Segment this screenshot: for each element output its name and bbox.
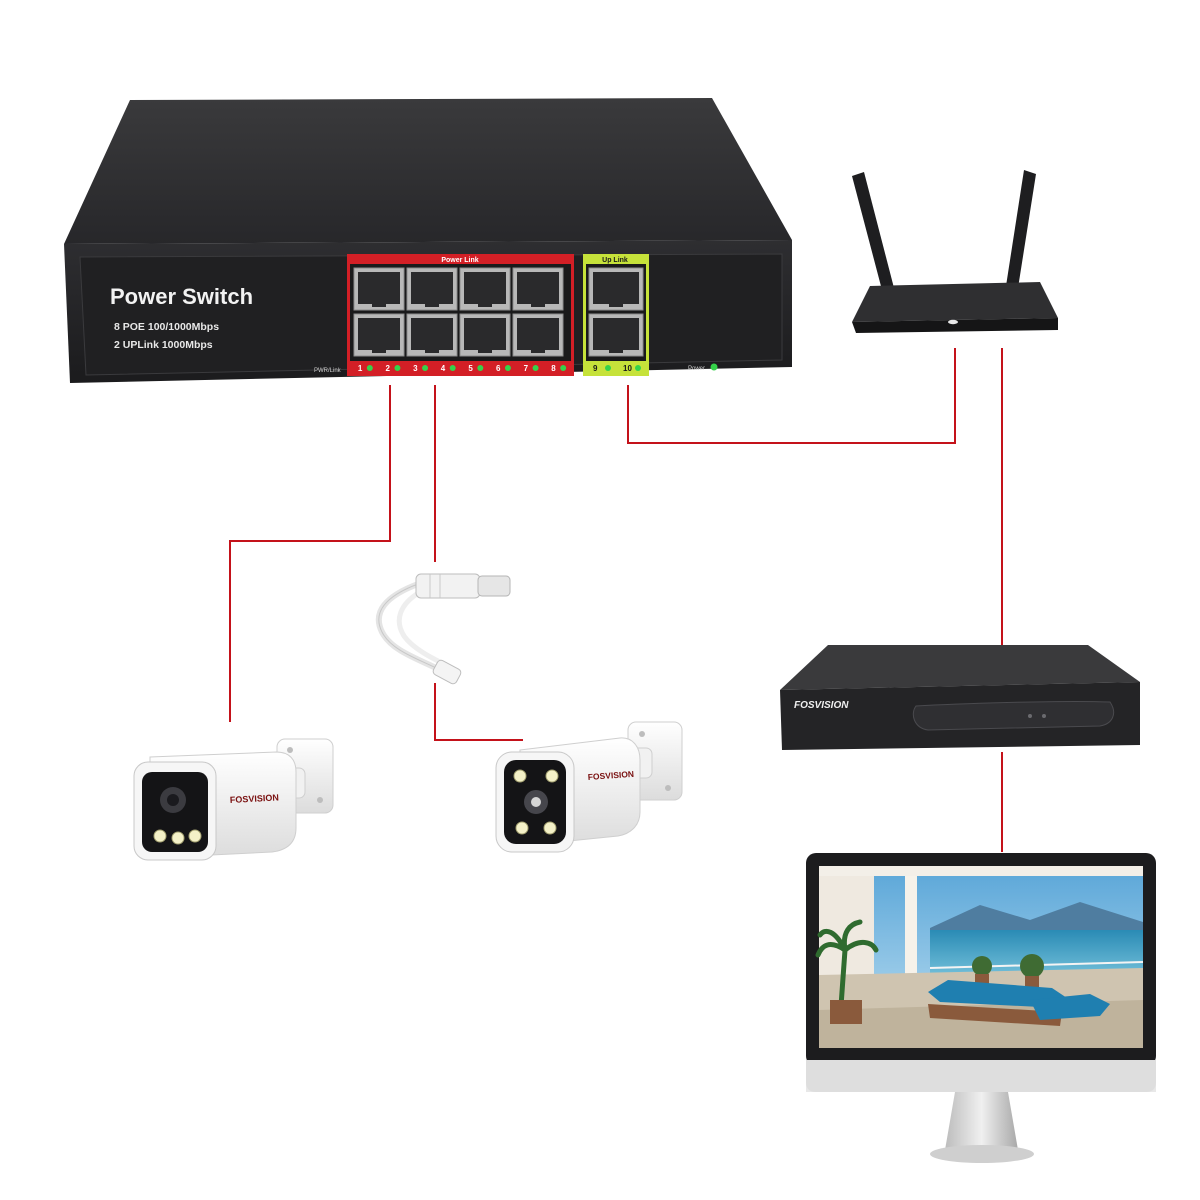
router-body-top bbox=[852, 282, 1058, 322]
pwr-link-label: PWR/Link bbox=[314, 368, 342, 374]
screen-palm bbox=[815, 919, 879, 1023]
screen-beam bbox=[819, 866, 1143, 876]
camera-left-brand: FOSVISION bbox=[230, 792, 279, 805]
camera-right-ir-led bbox=[515, 821, 529, 835]
monitor-stand-base bbox=[930, 1145, 1034, 1163]
router-body-front bbox=[852, 318, 1058, 333]
nvr-front-bevel bbox=[912, 700, 1115, 731]
rj45-port bbox=[459, 267, 511, 311]
splitter-connector-rj45 bbox=[415, 573, 481, 599]
poe-switch: Power Switch 8 POE 100/1000Mbps 2 UPLink… bbox=[64, 98, 792, 383]
monitor-screen bbox=[815, 866, 1144, 1048]
uplink-port-numbers: 9 10 bbox=[593, 364, 641, 373]
poe-port-number: 7 bbox=[524, 364, 529, 373]
port-led bbox=[422, 365, 429, 371]
monitor-stand-neck bbox=[945, 1092, 1018, 1150]
bullet-camera-left: FOSVISION bbox=[133, 738, 334, 861]
screen-pillar bbox=[905, 876, 917, 986]
monitor-icon bbox=[806, 853, 1156, 1163]
rj45-port bbox=[459, 313, 511, 357]
switch-top-face bbox=[64, 98, 792, 244]
screen-plant bbox=[1020, 954, 1044, 978]
nvr-indicator bbox=[1028, 714, 1032, 718]
port-led bbox=[532, 365, 539, 371]
rj45-port bbox=[512, 313, 564, 357]
camera-right-mount-screw bbox=[665, 785, 671, 791]
up-link-label: Up Link bbox=[602, 257, 628, 264]
screen-planter bbox=[830, 1000, 862, 1024]
switch-spec-poe: 8 POE 100/1000Mbps bbox=[114, 321, 219, 333]
port-led bbox=[635, 365, 641, 371]
camera-right-mount-screw bbox=[639, 731, 645, 737]
uplink-port-number: 10 bbox=[623, 364, 632, 373]
poe-port-number: 8 bbox=[551, 364, 556, 373]
camera-left-ir-led bbox=[153, 829, 167, 843]
poe-port-number: 2 bbox=[385, 364, 390, 373]
screen-lounger-2 bbox=[1030, 994, 1110, 1020]
power-link-label: Power Link bbox=[441, 257, 478, 264]
power-led bbox=[710, 363, 718, 371]
bullet-camera-right: FOSVISION bbox=[495, 721, 683, 853]
screen-plant bbox=[972, 956, 992, 976]
camera-right-brand: FOSVISION bbox=[587, 769, 634, 782]
switch-title: Power Switch bbox=[110, 284, 253, 309]
poe-port-numbers: 1 2 3 4 5 6 7 8 bbox=[358, 364, 567, 373]
monitor-chin-bottom bbox=[806, 1060, 1156, 1092]
camera-right-ir-led bbox=[543, 821, 557, 835]
camera-left-lens-inner bbox=[167, 794, 179, 806]
nvr-brand: FOSVISION bbox=[794, 700, 849, 711]
rj45-port bbox=[588, 267, 644, 311]
switch-spec-uplink: 2 UPLink 1000Mbps bbox=[114, 339, 213, 351]
rj45-port bbox=[353, 313, 405, 357]
port-led bbox=[560, 365, 567, 371]
camera-left-mount-screw bbox=[287, 747, 293, 753]
poe-port-number: 6 bbox=[496, 364, 501, 373]
cable-splitter-to-camera-right bbox=[434, 683, 523, 741]
port-led bbox=[504, 365, 511, 371]
camera-right-ir-led bbox=[545, 769, 559, 783]
poe-port-number: 4 bbox=[441, 364, 446, 373]
port-led bbox=[605, 365, 611, 371]
camera-left-ir-led bbox=[188, 829, 202, 843]
poe-splitter-icon bbox=[375, 573, 511, 685]
camera-right-ir-led bbox=[513, 769, 527, 783]
cable-uplink-to-router bbox=[627, 348, 956, 444]
poe-port-number: 5 bbox=[468, 364, 473, 373]
splitter-connector-dc bbox=[477, 575, 511, 597]
cable-port2-to-camera-left bbox=[229, 385, 391, 722]
nvr-indicator bbox=[1042, 714, 1046, 718]
splitter-cable-b bbox=[396, 589, 455, 671]
rj45-port bbox=[512, 267, 564, 311]
poe-port-number: 3 bbox=[413, 364, 418, 373]
camera-left-ir-led bbox=[171, 831, 185, 845]
camera-left-mount-screw bbox=[317, 797, 323, 803]
router-icon bbox=[852, 170, 1058, 333]
nvr-top-face bbox=[780, 645, 1140, 690]
router-antenna-left bbox=[852, 172, 894, 290]
router-antenna-right bbox=[1006, 170, 1036, 288]
uplink-port-number: 9 bbox=[593, 364, 598, 373]
camera-right-lens-inner bbox=[531, 797, 541, 807]
power-label: Power bbox=[688, 366, 705, 372]
rj45-port bbox=[353, 267, 405, 311]
cables bbox=[229, 348, 1003, 852]
port-led bbox=[449, 365, 456, 371]
poe-port-number: 1 bbox=[358, 364, 363, 373]
poe-ports bbox=[353, 267, 564, 357]
rj45-port bbox=[406, 313, 458, 357]
screen-lounger-frame bbox=[928, 1004, 1062, 1026]
uplink-ports bbox=[588, 267, 644, 357]
nvr-icon: FOSVISION bbox=[780, 645, 1140, 750]
port-led bbox=[477, 365, 484, 371]
splitter-plug-out bbox=[432, 659, 462, 685]
router-status-light bbox=[948, 319, 958, 325]
splitter-cable-outline bbox=[378, 583, 445, 673]
rj45-port bbox=[588, 313, 644, 357]
port-led bbox=[366, 365, 373, 371]
port-led bbox=[394, 365, 401, 371]
rj45-port bbox=[406, 267, 458, 311]
